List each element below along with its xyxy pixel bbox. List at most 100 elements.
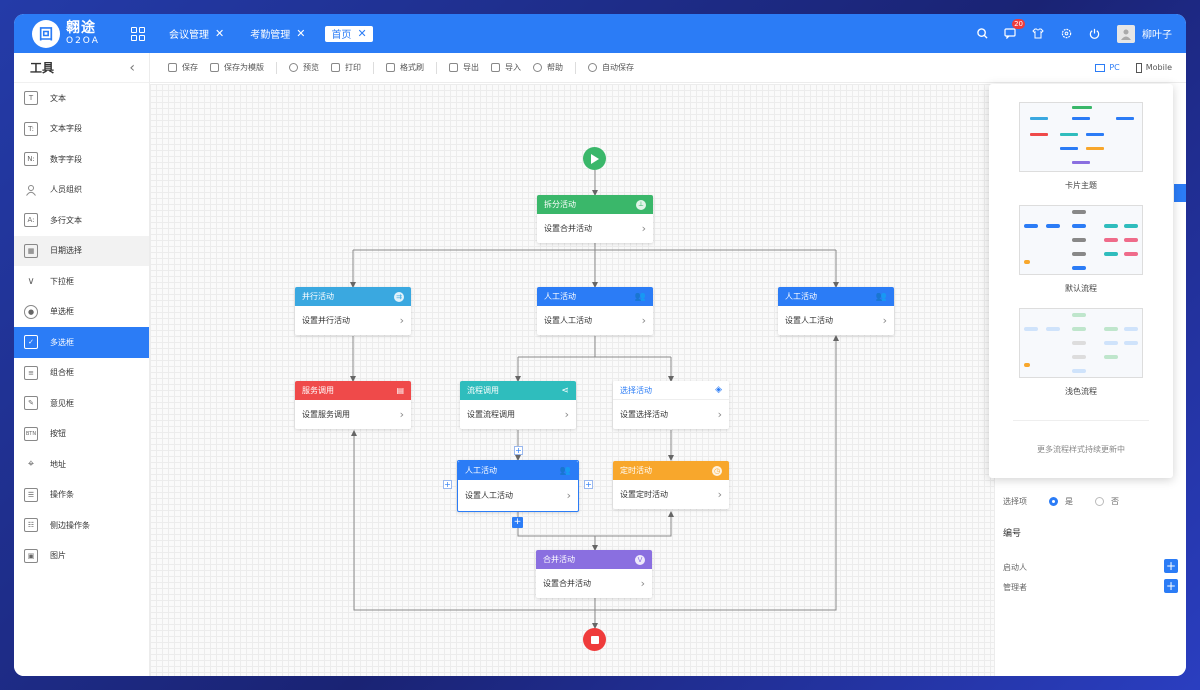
sidebar-item-opinion[interactable]: ✎意见框	[14, 388, 149, 419]
message-icon[interactable]: 20	[1003, 18, 1025, 41]
autosave-radio-icon	[588, 63, 597, 72]
theme-label: 浅色流程	[1065, 387, 1097, 396]
manager-label: 管理者	[1003, 583, 1027, 592]
save-template-button[interactable]: 保存为模版	[210, 62, 264, 73]
notification-badge: 20	[1012, 18, 1025, 29]
import-button[interactable]: 导入	[491, 62, 521, 73]
eye-icon: ◈	[715, 385, 722, 395]
sidebar-item-actionbar[interactable]: ☰操作条	[14, 480, 149, 511]
close-icon[interactable]: ✕	[296, 27, 306, 40]
start-node[interactable]	[583, 147, 606, 170]
search-icon[interactable]	[975, 27, 989, 41]
theme-card-default[interactable]: 默认流程	[1019, 205, 1143, 294]
logo[interactable]: 回 翱途 O2OA	[32, 19, 127, 48]
app-window: 回 翱途 O2OA 会议管理✕ 考勤管理✕ 首页✕ 20	[14, 14, 1186, 676]
autosave-toggle[interactable]: 自动保存	[588, 62, 634, 73]
clock-icon: ◷	[712, 465, 722, 476]
node-process-call[interactable]: 流程调用⋖ 设置流程调用›	[460, 381, 576, 429]
sidebar-item-text-field[interactable]: T:文本字段	[14, 114, 149, 145]
sidebar-item-textarea[interactable]: A:多行文本	[14, 205, 149, 236]
node-parallel[interactable]: 并行活动⇉ 设置并行活动›	[295, 287, 411, 335]
save-button[interactable]: 保存	[168, 62, 198, 73]
sidebar-item-org[interactable]: 人员组织	[14, 175, 149, 206]
chevron-right-icon[interactable]: ›	[641, 222, 646, 235]
node-service[interactable]: 服务调用▤ 设置服务调用›	[295, 381, 411, 429]
close-icon[interactable]: ✕	[215, 27, 225, 40]
gear-icon[interactable]	[1059, 27, 1073, 41]
theme-label: 卡片主题	[1065, 181, 1097, 190]
sidebar-item-date[interactable]: ▦日期选择	[14, 235, 149, 266]
add-node-top-button[interactable]: +	[514, 446, 523, 455]
node-manual-selected[interactable]: 人工活动👥 设置人工活动›	[457, 460, 579, 512]
select-option-row: 选择项 是 否	[1003, 497, 1119, 506]
add-initiator-button[interactable]: +	[1164, 559, 1178, 573]
users-icon: 👥	[634, 291, 646, 302]
theme-default-thumbnail	[1019, 205, 1143, 275]
preview-button[interactable]: 预览	[289, 62, 319, 73]
chevron-right-icon[interactable]: ›	[399, 408, 404, 421]
chevron-right-icon[interactable]: ›	[717, 408, 722, 421]
sidebar-item-address[interactable]: ⌖地址	[14, 449, 149, 480]
add-node-bottom-button[interactable]: +	[512, 517, 523, 528]
theme-light-thumbnail	[1019, 308, 1143, 378]
radio-icon: ●	[24, 304, 38, 319]
avatar[interactable]	[1117, 24, 1135, 43]
chevron-right-icon[interactable]: ›	[640, 577, 645, 590]
sidebar-item-number-field[interactable]: N:数字字段	[14, 144, 149, 175]
chevron-right-icon[interactable]: ›	[566, 489, 571, 502]
tab-meeting[interactable]: 会议管理✕	[169, 27, 225, 41]
chevron-right-icon[interactable]: ›	[882, 314, 887, 327]
textarea-icon: A:	[24, 213, 38, 228]
node-choice[interactable]: 选择活动◈ 设置选择活动›	[613, 381, 729, 429]
node-timer[interactable]: 定时活动◷ 设置定时活动›	[613, 461, 729, 509]
number-section-title: 编号	[1003, 529, 1022, 539]
user-name[interactable]: 柳叶子	[1142, 30, 1172, 41]
theme-label: 默认流程	[1065, 284, 1097, 293]
chevron-right-icon[interactable]: ›	[717, 488, 722, 501]
tab-home[interactable]: 首页✕	[325, 25, 373, 42]
format-brush-button[interactable]: 格式刷	[386, 62, 424, 73]
print-button[interactable]: 打印	[331, 62, 361, 73]
node-manual-center[interactable]: 人工活动👥 设置人工活动›	[537, 287, 653, 335]
close-icon[interactable]: ✕	[357, 27, 367, 40]
node-manual-right[interactable]: 人工活动👥 设置人工活动›	[778, 287, 894, 335]
end-node[interactable]	[583, 628, 606, 651]
theme-card-light[interactable]: 浅色流程	[1019, 308, 1143, 397]
sidebar-item-combo[interactable]: ≡组合框	[14, 358, 149, 389]
pc-view-button[interactable]: PC	[1095, 63, 1120, 72]
monitor-icon	[1095, 63, 1106, 72]
flow-canvas[interactable]: 拆分活动⟂ 设置合并活动› 并行活动⇉ 设置并行活动› 人工活动👥 设置人工活动…	[150, 84, 994, 676]
sidebar-item-checkbox[interactable]: ✓多选框	[14, 327, 149, 358]
eye-icon	[289, 63, 298, 72]
export-button[interactable]: 导出	[449, 62, 479, 73]
app-grid-icon[interactable]	[131, 26, 145, 41]
chevron-right-icon[interactable]: ›	[564, 408, 569, 421]
sidebar-item-dropdown[interactable]: ∨下拉框	[14, 266, 149, 297]
sidebar-item-radio[interactable]: ●单选框	[14, 297, 149, 328]
tab-attendance[interactable]: 考勤管理✕	[250, 27, 306, 41]
combo-icon: ≡	[24, 365, 38, 380]
chevron-right-icon[interactable]: ›	[641, 314, 646, 327]
sidebar-item-image[interactable]: ▣图片	[14, 541, 149, 572]
help-button[interactable]: 帮助	[533, 62, 563, 73]
add-node-left-button[interactable]: +	[443, 480, 452, 489]
shirt-icon[interactable]	[1031, 27, 1045, 41]
users-icon: 👥	[875, 291, 887, 302]
users-icon: 👥	[559, 465, 571, 476]
sidebar-item-side-actionbar[interactable]: ☷侧边操作条	[14, 510, 149, 541]
radio-yes[interactable]	[1049, 497, 1058, 506]
server-icon: ▤	[396, 386, 404, 395]
radio-no[interactable]	[1095, 497, 1104, 506]
node-split[interactable]: 拆分活动⟂ 设置合并活动›	[537, 195, 653, 243]
add-manager-button[interactable]: +	[1164, 579, 1178, 593]
theme-card-card[interactable]: 卡片主题	[1019, 102, 1143, 191]
mobile-view-button[interactable]: Mobile	[1135, 62, 1172, 73]
chevron-right-icon[interactable]: ›	[399, 314, 404, 327]
collapse-icon[interactable]: ‹	[129, 59, 135, 76]
add-node-right-button[interactable]: +	[584, 480, 593, 489]
side-actionbar-icon: ☷	[24, 518, 38, 533]
power-icon[interactable]	[1087, 27, 1101, 41]
